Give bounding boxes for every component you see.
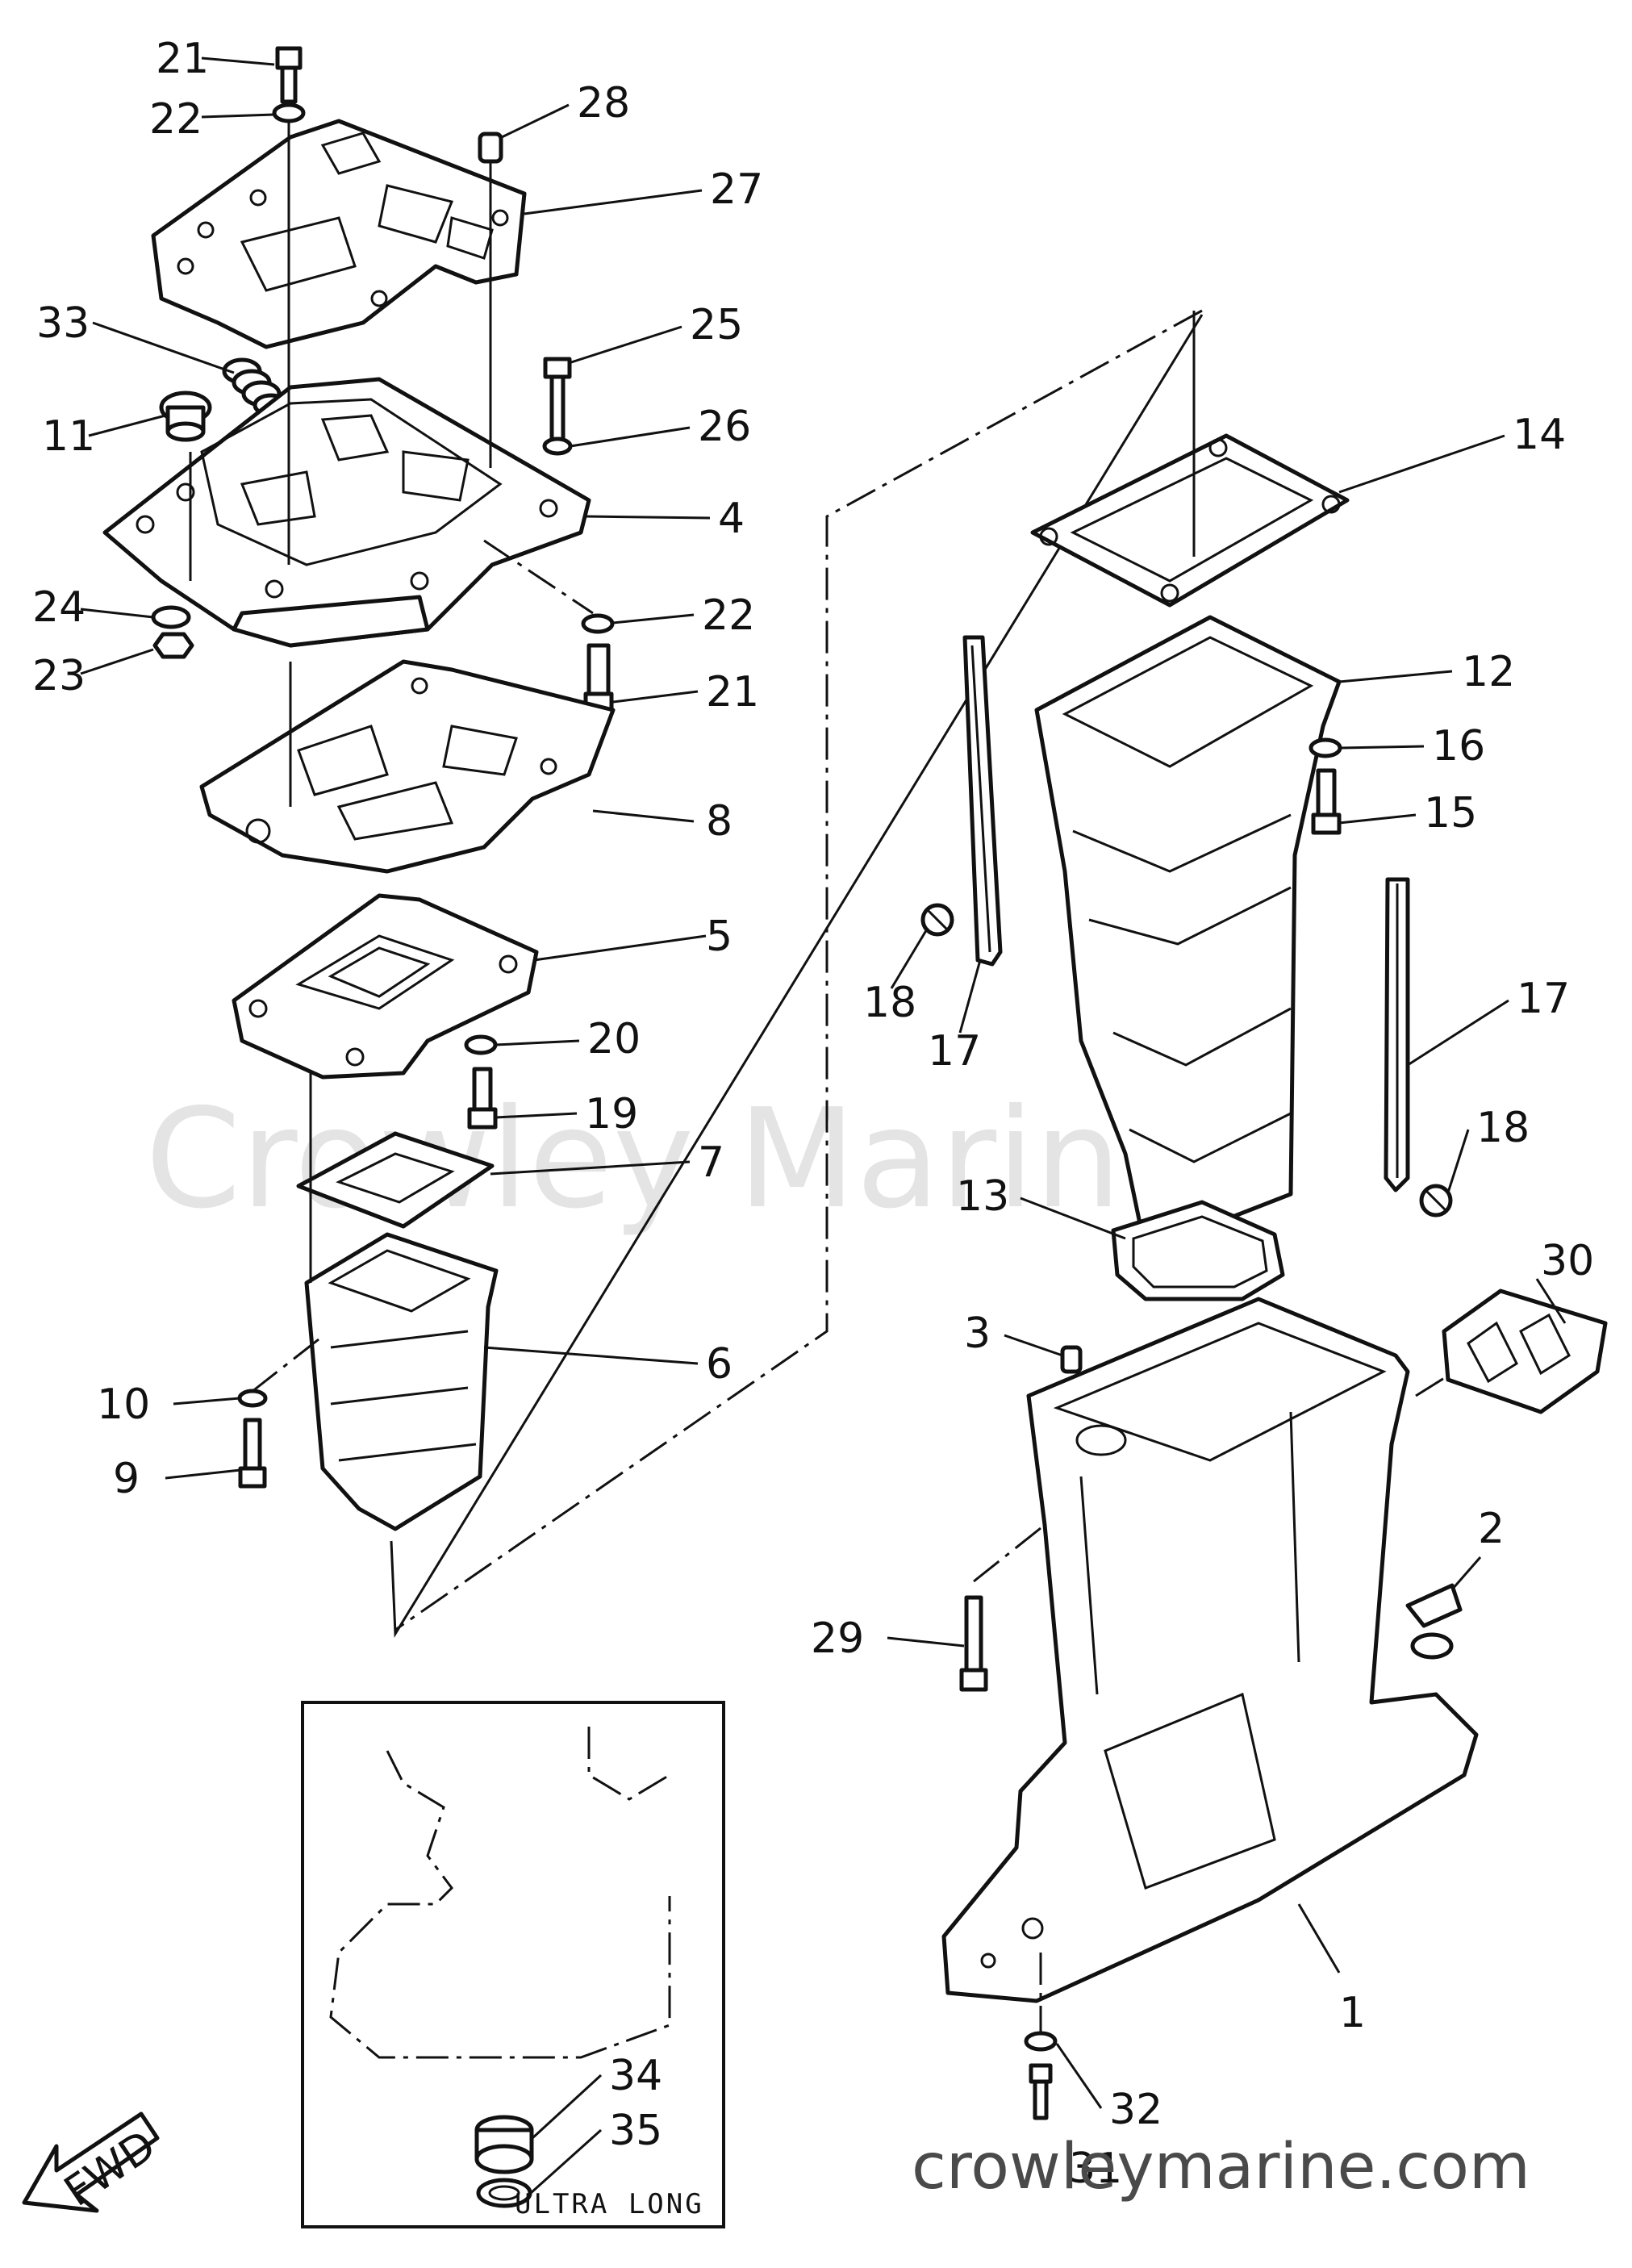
part-upper-casing-1 — [941, 1297, 1479, 2003]
part-adapter-5 — [232, 893, 539, 1080]
part-damper-17-right — [1384, 877, 1410, 1192]
part-bolt-15 — [1311, 768, 1342, 835]
part-plug-11 — [159, 391, 212, 442]
callout-7: 7 — [698, 1138, 724, 1187]
callout-27: 27 — [710, 165, 763, 214]
callout-18-left: 18 — [863, 979, 916, 1027]
fwd-arrow: FWD — [22, 2111, 165, 2216]
part-gasket-7 — [296, 1131, 495, 1229]
part-washer-20 — [464, 1034, 498, 1055]
callout-22-top: 22 — [149, 95, 202, 144]
guide-lines-left — [189, 121, 1204, 1638]
part-oil-pan-12 — [1034, 615, 1342, 1253]
part-dowel-3 — [1060, 1345, 1083, 1374]
part-dowel-28 — [478, 132, 503, 164]
callout-20: 20 — [587, 1015, 641, 1063]
part-bolt-19 — [467, 1067, 498, 1130]
callout-9: 9 — [113, 1455, 140, 1503]
callout-8: 8 — [706, 797, 733, 846]
callout-10: 10 — [97, 1380, 150, 1429]
callout-17-left: 17 — [928, 1027, 981, 1076]
callout-32: 32 — [1109, 2086, 1162, 2134]
part-nut-23 — [152, 632, 194, 659]
callout-18-right: 18 — [1476, 1104, 1530, 1152]
part-washer-32 — [1024, 2031, 1058, 2052]
inset-ultra-long: ULTRA LONG — [301, 1701, 725, 2228]
callout-15: 15 — [1424, 789, 1477, 837]
callout-5: 5 — [706, 913, 733, 961]
callout-numbers: 21 22 28 27 33 25 11 26 14 4 24 22 23 21… — [32, 35, 1594, 2193]
callout-19: 19 — [585, 1090, 638, 1138]
callout-26: 26 — [698, 403, 751, 451]
callout-22-middle: 22 — [702, 591, 755, 640]
part-bolt-21-middle — [583, 643, 614, 714]
callout-2: 2 — [1478, 1505, 1505, 1553]
part-gasket-27 — [151, 119, 527, 349]
callout-33: 33 — [36, 299, 90, 348]
part-damper-17-left — [962, 635, 1003, 967]
part-upper-plate-4 — [102, 377, 591, 648]
part-plug-2 — [1405, 1583, 1463, 1660]
callout-30: 30 — [1541, 1237, 1594, 1285]
part-clip-18-left — [920, 903, 954, 937]
guide-lines-right — [394, 309, 1449, 2033]
callout-23: 23 — [32, 652, 86, 700]
callout-11: 11 — [42, 412, 95, 461]
part-exhaust-guide-6 — [304, 1232, 499, 1531]
part-gasket-14 — [1030, 433, 1350, 608]
callout-21-middle: 21 — [706, 668, 759, 716]
callout-34: 34 — [609, 2052, 662, 2100]
callout-31: 31 — [1069, 2145, 1122, 2193]
callout-29: 29 — [811, 1614, 864, 1663]
part-bolt-9 — [238, 1418, 267, 1489]
part-bolt-25 — [543, 357, 572, 444]
callout-16: 16 — [1432, 722, 1485, 771]
part-washer-24 — [151, 605, 191, 629]
callout-1: 1 — [1339, 1989, 1366, 2037]
site-label: crowleymarine.com — [912, 2131, 1530, 2203]
part-snap-ring-35 — [476, 2178, 532, 2208]
callout-4: 4 — [718, 495, 745, 543]
callout-13: 13 — [956, 1172, 1009, 1221]
part-clip-18-right — [1419, 1184, 1453, 1218]
callout-25: 25 — [690, 301, 743, 349]
leader-lines — [80, 56, 1567, 2195]
part-bolt-21-top — [275, 46, 303, 104]
part-coupler-34 — [474, 2115, 534, 2174]
callout-24: 24 — [32, 583, 86, 632]
part-washer-26 — [542, 436, 573, 456]
callout-14: 14 — [1513, 411, 1566, 459]
part-washer-22-top — [272, 102, 306, 123]
part-bolt-31 — [1029, 2063, 1053, 2120]
part-washer-16 — [1309, 737, 1342, 758]
part-cover-30 — [1442, 1289, 1608, 1414]
callout-35: 35 — [609, 2107, 662, 2155]
part-washer-22-middle — [581, 613, 615, 634]
part-seal-13 — [1111, 1200, 1285, 1301]
callout-6: 6 — [706, 1340, 733, 1389]
callout-21-top: 21 — [156, 35, 209, 83]
callout-17-right: 17 — [1517, 975, 1570, 1023]
inset-label: ULTRA LONG — [515, 2188, 704, 2220]
callout-12: 12 — [1462, 648, 1515, 696]
watermark-text: Crowley Marine — [145, 1080, 1206, 1239]
part-washer-10 — [237, 1389, 268, 1408]
callout-3: 3 — [964, 1309, 991, 1358]
part-gasket-8 — [199, 659, 616, 874]
part-bolt-29 — [959, 1595, 988, 1692]
callout-28: 28 — [577, 79, 630, 127]
